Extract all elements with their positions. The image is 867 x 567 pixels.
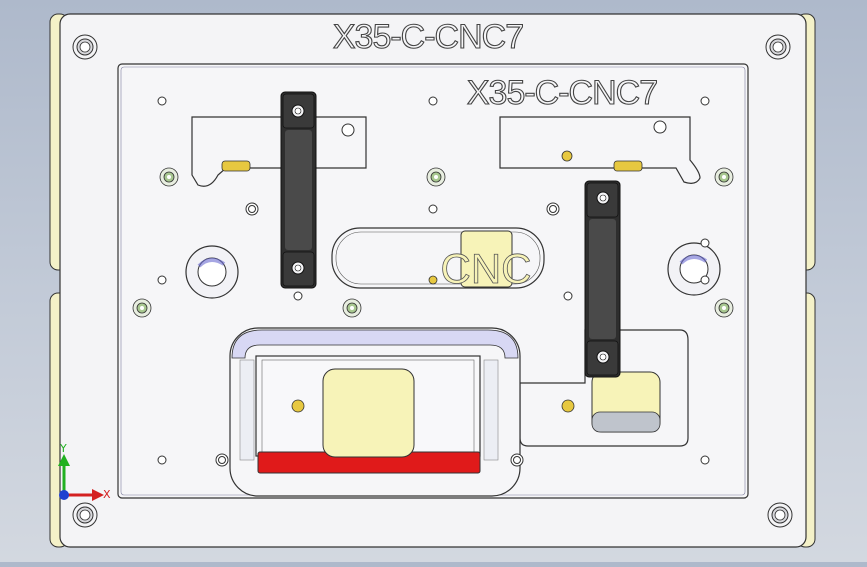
- part-number-engraving-top: X35-C-CNC7: [333, 18, 523, 56]
- axis-y-label: Y: [59, 442, 67, 455]
- part-number-engraving-plate: X35-C-CNC7: [467, 74, 657, 112]
- clamp-handle-right[interactable]: [584, 180, 621, 378]
- cnc-pocket-insert: CNC: [440, 230, 532, 292]
- counterbored-holes: [215, 202, 560, 467]
- nest-pocket: [322, 368, 415, 458]
- nest-frame[interactable]: [229, 327, 521, 497]
- clamp-handle-left[interactable]: [280, 91, 317, 289]
- green-fasteners: [132, 167, 734, 318]
- large-bore-left: [185, 245, 239, 299]
- axis-x-label: X: [103, 488, 111, 501]
- right-cutout: [499, 116, 701, 184]
- left-cutout: [191, 116, 367, 187]
- pocket-text: CNC: [441, 245, 532, 292]
- large-bore-right: [667, 242, 721, 296]
- coordinate-triad: Y X: [58, 442, 111, 501]
- small-holes: [157, 96, 710, 465]
- corner-screw-holes: [72, 34, 793, 528]
